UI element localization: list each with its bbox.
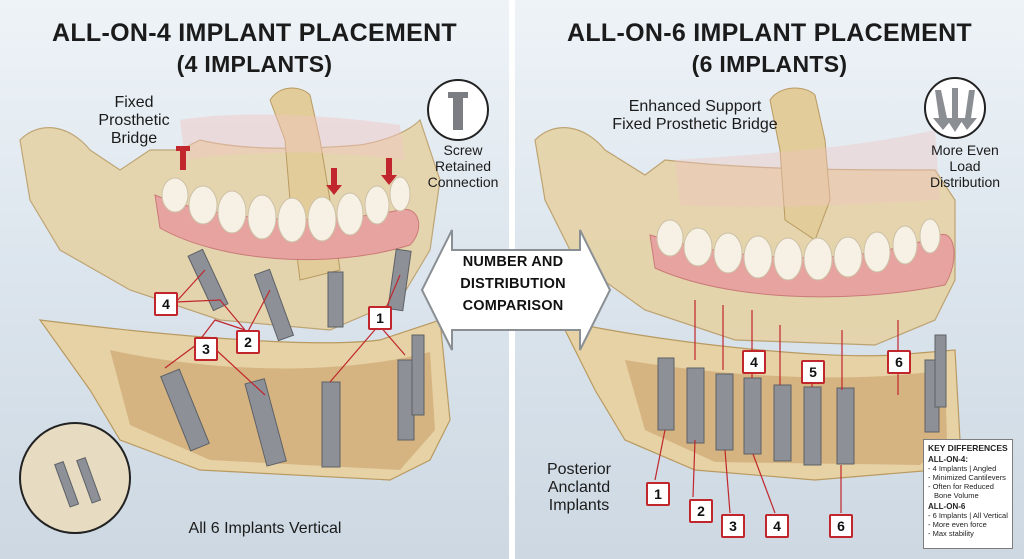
kd-a-3: - Often for Reduced bbox=[928, 482, 994, 491]
key-differences-box: KEY DIFFERENCES ALL-ON-4: - 4 Implants |… bbox=[923, 439, 1013, 549]
fixed-bridge-label-2: Prosthetic bbox=[98, 112, 170, 129]
support-label-2: Fixed Prosthetic Bridge bbox=[612, 116, 778, 133]
kd-b-1: - 6 Implants | All Vertical bbox=[928, 511, 1008, 520]
load-label-2: Load bbox=[949, 158, 981, 174]
all-on-4-illustration bbox=[19, 79, 489, 534]
bridge-teeth-right bbox=[656, 218, 941, 281]
comparison-label-line2: DISTRIBUTION bbox=[460, 276, 566, 292]
posterior-implants-label: Posterior Anclantd Implants bbox=[529, 461, 629, 515]
kd-b-3: - Max stability bbox=[928, 529, 974, 538]
support-label-1: Enhanced Support bbox=[628, 98, 762, 115]
load-label-1: More Even bbox=[931, 142, 999, 158]
left-title-line1: ALL-ON-4 IMPLANT PLACEMENT bbox=[52, 19, 457, 47]
comparison-label-line3: COMPARISON bbox=[462, 298, 564, 314]
load-label-3: Distribution bbox=[929, 174, 1001, 190]
all-on-4-panel: ALL-ON-4 IMPLANT PLACEMENT (4 IMPLANTS) … bbox=[0, 0, 509, 559]
badge-bottom-4: 4 bbox=[765, 514, 789, 538]
enhanced-support-label: Enhanced Support Fixed Prosthetic Bridge bbox=[585, 98, 805, 134]
ghost-bridge-right bbox=[675, 130, 940, 208]
all-vertical-label: All 6 Implants Vertical bbox=[188, 520, 342, 537]
red-screws bbox=[176, 146, 397, 195]
callout-lines-right bbox=[654, 300, 899, 514]
upper-implants bbox=[187, 248, 412, 342]
kd-b-2: - More even force bbox=[928, 520, 987, 529]
inset-circle bbox=[19, 422, 131, 534]
fixed-bridge-label-3: Bridge bbox=[110, 130, 158, 147]
ghost-bridge bbox=[180, 114, 405, 160]
posterior-label-1: Posterior bbox=[546, 461, 612, 478]
badge-bottom-1: 1 bbox=[646, 482, 670, 506]
kd-a-2: - Minimized Cantilevers bbox=[928, 473, 1006, 482]
badge-top-4: 4 bbox=[742, 350, 766, 374]
callout-lines bbox=[164, 269, 406, 396]
all-on-4-heading: ALL-ON-4: bbox=[928, 455, 968, 464]
key-differences-heading: KEY DIFFERENCES bbox=[928, 443, 1008, 453]
down-arrows-icon bbox=[933, 88, 977, 132]
badge-3: 3 bbox=[194, 337, 218, 361]
kd-a-4: Bone Volume bbox=[934, 491, 979, 500]
badge-2: 2 bbox=[236, 330, 260, 354]
badge-bottom-2: 2 bbox=[689, 499, 713, 523]
bridge-teeth bbox=[161, 176, 411, 243]
posterior-label-3: Implants bbox=[548, 497, 610, 514]
screw-label-1: Screw bbox=[443, 142, 483, 158]
all-on-6-illustration bbox=[534, 77, 986, 514]
badge-4: 4 bbox=[154, 292, 178, 316]
kd-a-1: - 4 Implants | Angled bbox=[928, 464, 997, 473]
fixed-bridge-label: Fixed Prosthetic Bridge bbox=[84, 94, 184, 148]
lower-implants-right bbox=[657, 334, 947, 466]
lower-implants bbox=[160, 334, 425, 468]
all-on-6-panel: ALL-ON-6 IMPLANT PLACEMENT (6 IMPLANTS) … bbox=[515, 0, 1024, 559]
badge-top-6: 6 bbox=[887, 350, 911, 374]
badge-top-5: 5 bbox=[801, 360, 825, 384]
right-title-line2: (6 IMPLANTS) bbox=[691, 51, 848, 77]
screw-icon bbox=[448, 92, 468, 130]
ramus-right bbox=[769, 87, 831, 241]
screw-retained-label: Screw Retained Connection bbox=[418, 142, 508, 190]
all-on-6-heading: ALL-ON-6 bbox=[928, 502, 966, 511]
badge-bottom-6: 6 bbox=[829, 514, 853, 538]
inset-implants bbox=[54, 456, 102, 508]
load-distribution-label: More Even Load Distribution bbox=[920, 142, 1010, 190]
right-title-line1: ALL-ON-6 IMPLANT PLACEMENT bbox=[567, 19, 972, 47]
screw-label-2: Retained bbox=[434, 158, 492, 174]
comparison-label-line1: NUMBER AND bbox=[462, 254, 564, 270]
badge-1: 1 bbox=[368, 306, 392, 330]
posterior-label-2: Anclantd bbox=[547, 479, 611, 496]
left-title-line2: (4 IMPLANTS) bbox=[176, 51, 333, 77]
fixed-bridge-label-1: Fixed bbox=[114, 94, 154, 111]
screw-label-3: Connection bbox=[427, 174, 499, 190]
badge-bottom-3: 3 bbox=[721, 514, 745, 538]
